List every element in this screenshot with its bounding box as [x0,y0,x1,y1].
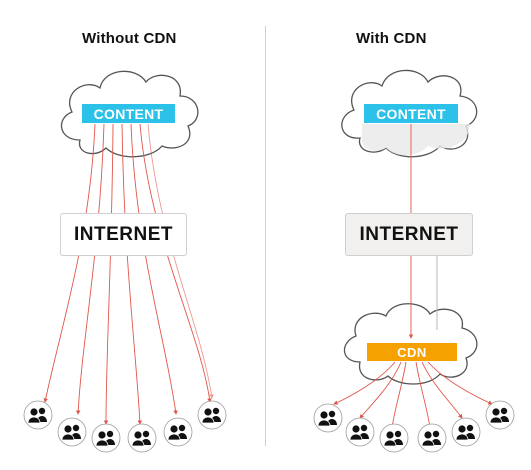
users-icon [127,423,157,453]
users-icon [91,423,121,453]
users-icon [197,400,227,430]
cdn-label: CDN [367,343,457,361]
users-icon [379,423,409,453]
left-distribution-arrows [43,123,214,425]
users-icon [57,417,87,447]
users-icon [451,417,481,447]
users-icon [23,400,53,430]
content-label-right: CONTENT [364,104,458,123]
internet-box-left: INTERNET [60,213,187,256]
users-icon [163,417,193,447]
right-panel-title: With CDN [356,30,427,47]
users-left [23,400,227,453]
users-icon [345,417,375,447]
cloud-icon [341,69,478,158]
users-right [313,400,515,453]
users-icon [313,403,343,433]
users-icon [485,400,515,430]
panel-divider [265,26,266,446]
users-icon [417,423,447,453]
left-panel-title: Without CDN [82,30,177,47]
internet-box-right: INTERNET [345,213,473,256]
content-label-left: CONTENT [82,104,175,123]
right-distribution-arrows [333,124,493,429]
